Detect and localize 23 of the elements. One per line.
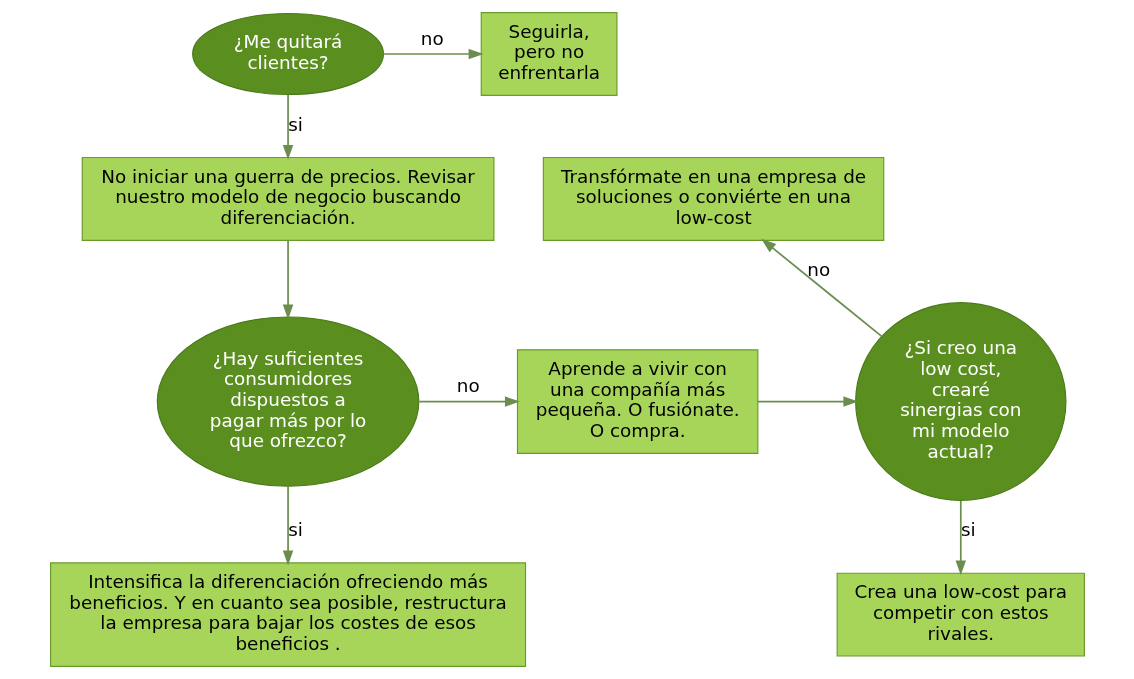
arrow xyxy=(282,239,293,320)
edge-label: si xyxy=(960,519,976,541)
node-ellipse: ¿Me quitará clientes? xyxy=(191,12,384,96)
node-circle: ¿Si creo una low cost, crearé sinergias con mi modelo actual? xyxy=(854,302,1066,502)
arrow xyxy=(282,485,293,566)
edge-label: no xyxy=(806,258,830,280)
node-box: Aprende a vivir con una compañía más pequeña. O fusiónate. O compra. xyxy=(516,349,758,454)
node-box: No iniciar una guerra de precios. Revisar nuestro modelo de negocio buscando diferenciación. xyxy=(81,156,494,241)
edge-label: si xyxy=(287,519,303,541)
arrow xyxy=(417,396,520,407)
arrow xyxy=(756,396,858,407)
arrow xyxy=(282,94,293,160)
node-ellipse: ¿Hay suficientes consumidores dispuestos a pagar más por lo que ofrezco? xyxy=(156,316,419,487)
node-box: Seguirla, pero no enfrentarla xyxy=(480,12,618,96)
arrow xyxy=(955,500,966,576)
node-box: Crea una low-cost para competir con estos rivales. xyxy=(836,572,1085,657)
node-box: Transfórmate en una empresa de soluciones o conviérte en una low-cost xyxy=(542,156,884,241)
arrow xyxy=(760,238,882,337)
edge-label: si xyxy=(287,113,303,135)
arrow xyxy=(382,48,484,60)
edge-label: no xyxy=(420,27,444,49)
edge-label: no xyxy=(456,375,480,397)
node-box: Intensifica la diferenciación ofreciendo más beneficios. Y en cuanto sea posible, restructura la empresa para bajar los costes de esos beneficios . xyxy=(49,562,526,667)
